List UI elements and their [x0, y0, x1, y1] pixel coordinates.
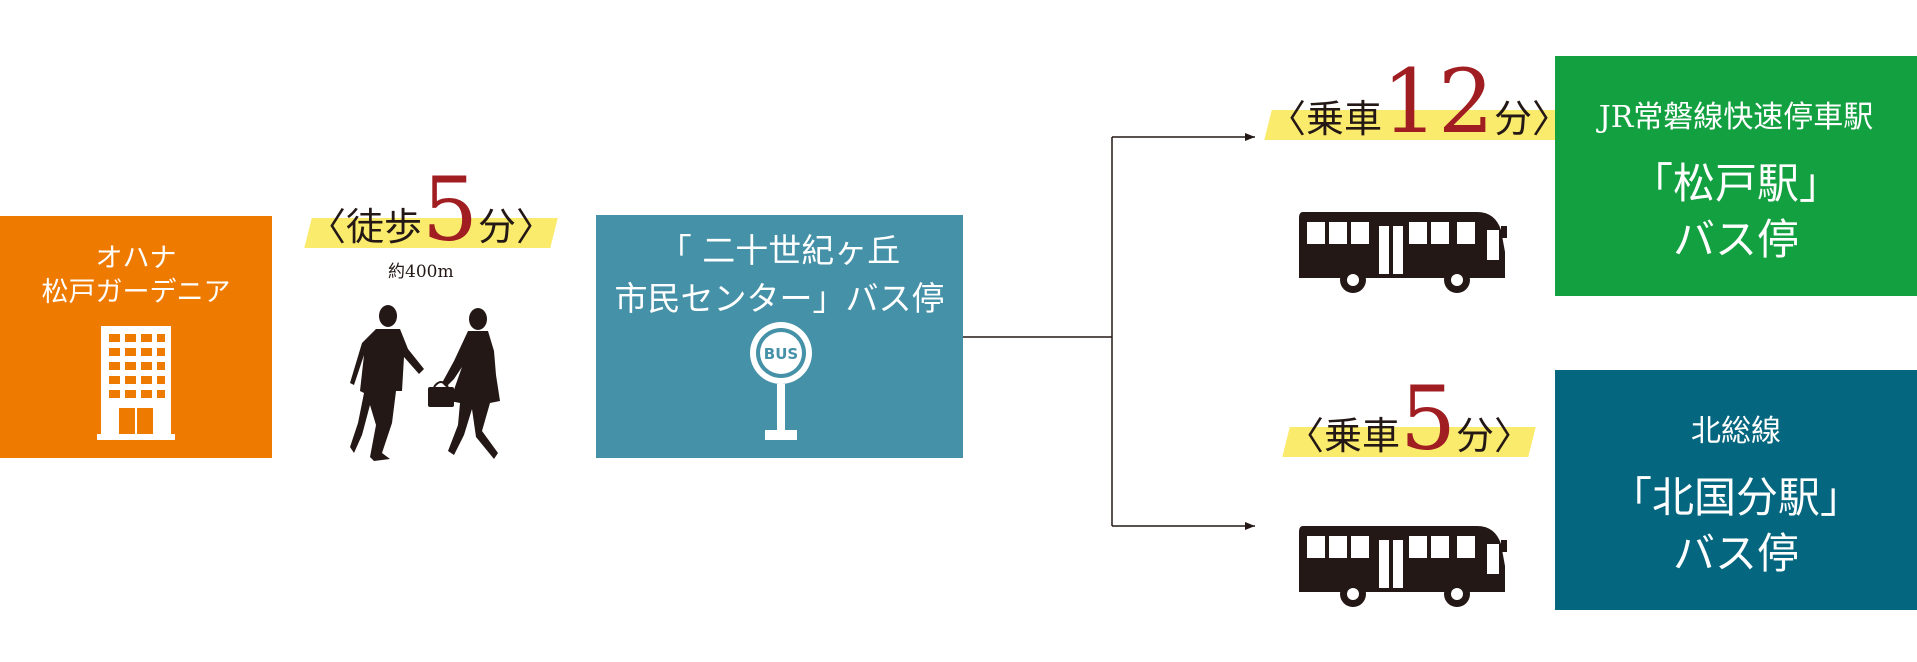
walk-prefix: 〈徒歩 [308, 205, 423, 249]
dest-kitakokubun-line1: 北総線 [1691, 414, 1781, 449]
walk-time-badge: 〈徒歩5分〉 [304, 166, 558, 254]
walk-minutes: 5 [422, 158, 479, 261]
walk-suffix: 分〉 [478, 205, 555, 249]
bus-stop-sign-icon: BUS [750, 322, 812, 440]
ride-time-badge-matsudo: 〈乗車12分〉 [1264, 58, 1574, 146]
ride-time-badge-kitakokubun: 〈乗車5分〉 [1282, 375, 1536, 463]
origin-name-line1: オハナ [95, 243, 177, 274]
bus-stop-box: 「 二十世紀ヶ丘 市民センター」バス停 BUS [596, 215, 963, 458]
ride-minutes-matsudo: 12 [1382, 50, 1494, 153]
dest-matsudo-line2: 「松戸駅」 [1630, 159, 1841, 208]
dest-matsudo-line1: JR常磐線快速停車駅 [1598, 100, 1874, 135]
origin-box: オハナ 松戸ガーデニア [0, 216, 272, 458]
ride-suffix-kitakokubun: 分〉 [1456, 414, 1533, 458]
dest-matsudo-line3: バス停 [1672, 215, 1799, 264]
bus-icon [1299, 212, 1507, 293]
building-icon [97, 326, 175, 440]
dest-kitakokubun-line3: バス停 [1672, 529, 1799, 578]
destination-box-kitakokubun: 北総線 「北国分駅」 バス停 [1555, 370, 1917, 610]
dest-kitakokubun-line2: 「北国分駅」 [1609, 473, 1862, 522]
destination-box-matsudo: JR常磐線快速停車駅 「松戸駅」 バス停 [1555, 56, 1917, 296]
bus-icon [1299, 526, 1507, 607]
ride-prefix-kitakokubun: 〈乗車 [1286, 414, 1401, 458]
ride-minutes-kitakokubun: 5 [1400, 367, 1457, 470]
origin-name-line2: 松戸ガーデニア [41, 277, 231, 308]
walking-people-icon [350, 305, 500, 461]
bus-stop-name-line2: 市民センター」バス停 [614, 279, 945, 318]
bus-sign-label: BUS [764, 345, 798, 363]
bus-stop-name-line1: 「 二十世紀ヶ丘 [658, 231, 901, 270]
walk-distance: 約400m [388, 262, 454, 282]
ride-prefix-matsudo: 〈乗車 [1268, 97, 1383, 141]
